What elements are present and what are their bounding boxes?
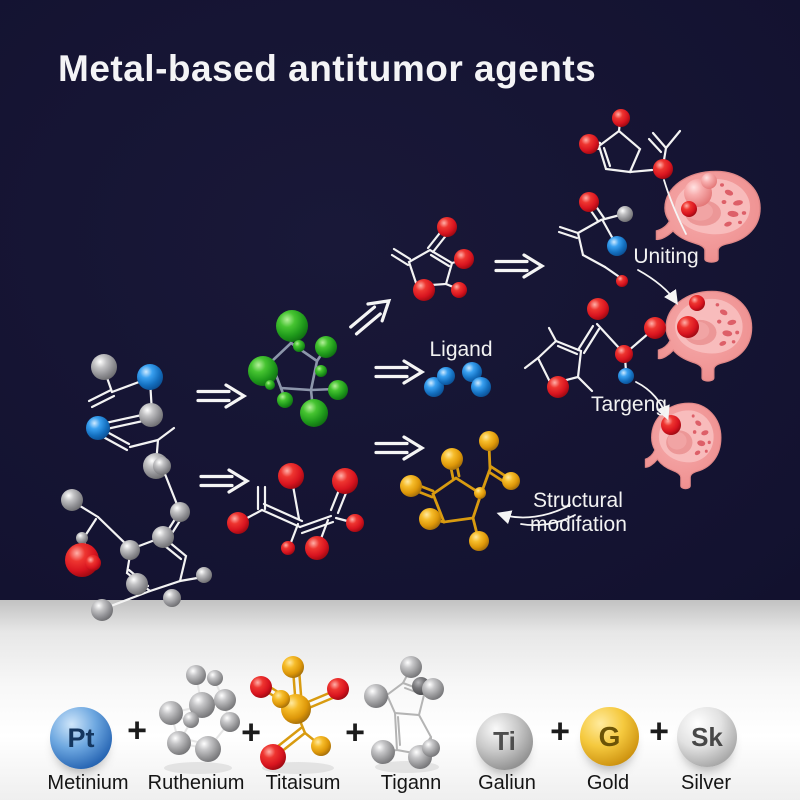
legend-label-metinium: Metinium (47, 772, 129, 794)
legend-label-silver: Silver (680, 772, 731, 794)
molecule-linker (557, 192, 633, 287)
arrow-green-to-ligand (374, 359, 424, 385)
arrow-to-gold (374, 435, 424, 461)
legend-label-tigann: Tigann (380, 772, 442, 794)
legend-label-ruthenium: Ruthenium (147, 772, 245, 794)
connector-arrow-modification (496, 504, 571, 525)
titaisum-molecule (250, 656, 349, 774)
connector-arrow-targeting (635, 381, 670, 421)
plus-sign: + (550, 712, 570, 751)
ligand-spheres (424, 362, 491, 397)
legend-label-gold: Gold (586, 772, 630, 794)
plus-sign: + (345, 713, 365, 752)
element-symbol: Ti (493, 726, 516, 756)
page-title: Metal-based antitumor agents (58, 48, 597, 89)
arrow-left-to-red (199, 468, 249, 494)
molecule-gold (400, 431, 520, 551)
molecule-red-pentagon (579, 109, 687, 235)
molecule-green-complex (248, 310, 348, 427)
label-modification-line2: modifation (530, 513, 627, 536)
label-ligand: Ligand (429, 338, 492, 361)
element-sphere-ti: Ti (476, 713, 533, 770)
molecule-target-complex (523, 298, 666, 398)
connector-arrow-modification-2 (520, 514, 576, 527)
legend-label-titaisum: Titaisum (265, 772, 341, 794)
label-targeting: Targeng (591, 393, 667, 416)
connector-arrow-uniting (637, 269, 678, 305)
arrow-left-to-green (196, 383, 246, 409)
element-symbol: G (598, 720, 621, 752)
arrow-green-to-top (344, 290, 398, 341)
ruthenium-molecule (159, 665, 240, 774)
molecule-red-top (390, 217, 474, 301)
element-sphere-pt: Pt (50, 707, 112, 769)
plus-sign: + (649, 712, 669, 751)
label-modification-line1: Structural (533, 489, 623, 512)
label-uniting: Uniting (633, 245, 698, 268)
plus-sign: + (241, 713, 261, 752)
element-symbol: Sk (691, 721, 723, 752)
molecule-red-chain (227, 463, 364, 560)
organ-illustration-middle (657, 290, 753, 382)
legend-label-galiun: Galiun (478, 772, 536, 794)
element-sphere-g: G (580, 707, 639, 766)
legend-band: Pt + (0, 600, 800, 800)
tigann-molecule (364, 656, 444, 773)
element-sphere-sk: Sk (677, 707, 737, 767)
plus-sign: + (127, 711, 147, 750)
arrow-red-to-right (494, 253, 544, 279)
diagram-illustration: Ligand Uniting Targeng Structural modifa… (61, 109, 761, 621)
organ-illustration-bottom (644, 402, 722, 490)
molecule-gray-red (61, 457, 212, 621)
element-symbol: Pt (67, 722, 95, 753)
